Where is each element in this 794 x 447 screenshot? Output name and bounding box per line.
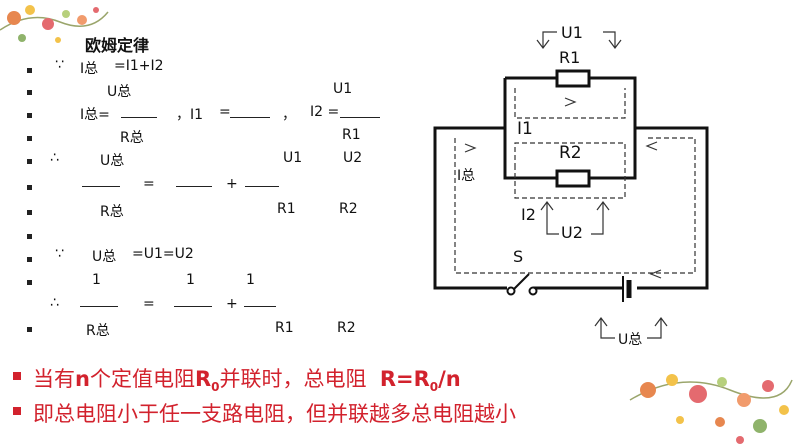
fraction-denominator: R2 bbox=[339, 201, 358, 217]
conclusion-text: 并联时，总电阻 bbox=[219, 367, 367, 391]
circuit-label-r1: R1 bbox=[559, 48, 580, 67]
conclusion-n: n bbox=[75, 367, 90, 391]
bullet bbox=[27, 234, 32, 239]
fraction-denominator: R总 bbox=[86, 323, 110, 339]
circuit-label-u2: U2 bbox=[561, 223, 583, 242]
fraction-denominator: R总 bbox=[100, 204, 124, 220]
circuit-label-i2: I2 bbox=[521, 205, 536, 224]
fraction-bar bbox=[230, 117, 270, 118]
red-bullet bbox=[13, 372, 21, 380]
i-total-eq-label: I总= bbox=[80, 107, 110, 123]
switch-contact bbox=[506, 286, 516, 296]
conclusion-text: 个定值电阻 bbox=[89, 367, 195, 391]
conclusion-line-2: 即总电阻小于任一支路电阻，但并联越多总电阻越小 bbox=[33, 402, 516, 426]
circuit-label-u-total: U总 bbox=[618, 332, 642, 348]
u-equality: =U1=U2 bbox=[132, 246, 194, 262]
equals-sign: = bbox=[219, 104, 231, 120]
fraction-bar bbox=[82, 186, 120, 187]
fraction-numerator: 1 bbox=[92, 272, 101, 288]
u-total-label: U总 bbox=[92, 249, 117, 265]
fraction-numerator: U1 bbox=[283, 150, 303, 166]
because-symbol: ∵ bbox=[55, 246, 64, 262]
equals-sign: = bbox=[143, 296, 155, 312]
because-symbol: ∵ bbox=[55, 57, 64, 73]
fraction-numerator: U2 bbox=[343, 150, 363, 166]
equals-sign: = bbox=[143, 176, 155, 192]
parallel-circuit-diagram: U1 R1 I1 R2 I总 I2 U2 S U总 bbox=[433, 23, 709, 348]
conclusion-formula: /n bbox=[438, 367, 461, 391]
fraction-bar bbox=[245, 186, 279, 187]
circuit-label-u1: U1 bbox=[561, 23, 583, 42]
fraction-bar bbox=[340, 117, 380, 118]
comma: ， bbox=[282, 107, 296, 123]
circuit-label-i1: I1 bbox=[517, 119, 533, 139]
resistor-r1 bbox=[555, 69, 591, 88]
fraction-bar bbox=[176, 186, 212, 187]
fraction-bar bbox=[174, 306, 212, 307]
bullet bbox=[27, 113, 32, 118]
bullet bbox=[27, 210, 32, 215]
fraction-denominator: R2 bbox=[337, 320, 356, 336]
i1-label: ，I1 bbox=[176, 107, 204, 123]
conclusion-line-1: 当有n个定值电阻R0并联时，总电阻 R=R0/n bbox=[33, 363, 461, 394]
fraction-numerator: 1 bbox=[246, 272, 255, 288]
fraction-denominator: R1 bbox=[342, 127, 361, 143]
circuit-label-i-total: I总 bbox=[457, 168, 475, 184]
bullet bbox=[27, 68, 32, 73]
fraction-numerator: U总 bbox=[107, 84, 132, 100]
conclusion-subscript: 0 bbox=[211, 380, 220, 395]
i-total-sum: =I1+I2 bbox=[114, 58, 164, 74]
therefore-symbol: ∴ bbox=[50, 150, 59, 166]
fraction-bar bbox=[244, 306, 276, 307]
switch-lever bbox=[513, 273, 530, 290]
floral-decoration-top-left bbox=[0, 5, 109, 43]
bullet bbox=[27, 159, 32, 164]
bullet bbox=[27, 185, 32, 190]
bullet bbox=[27, 257, 32, 262]
page-title: 欧姆定律 bbox=[85, 36, 150, 55]
therefore-symbol: ∴ bbox=[50, 295, 59, 311]
switch-contact bbox=[528, 286, 538, 296]
i-total-label: I总 bbox=[80, 61, 99, 77]
fraction-denominator: R总 bbox=[120, 130, 144, 146]
bullet bbox=[27, 90, 32, 95]
bullet bbox=[27, 327, 32, 332]
circuit-label-s: S bbox=[513, 247, 523, 266]
plus-sign: + bbox=[226, 296, 238, 312]
fraction-bar bbox=[80, 306, 118, 307]
fraction-numerator: U1 bbox=[333, 81, 353, 97]
floral-decoration-bottom-right bbox=[629, 374, 793, 444]
fraction-numerator: 1 bbox=[186, 272, 195, 288]
fraction-bar bbox=[121, 117, 157, 118]
fraction-denominator: R1 bbox=[277, 201, 296, 217]
fraction-denominator: R1 bbox=[275, 320, 294, 336]
plus-sign: + bbox=[226, 176, 238, 192]
conclusion-r0: R bbox=[194, 367, 212, 391]
fraction-numerator: U总 bbox=[100, 153, 125, 169]
conclusion-text: 当有 bbox=[33, 367, 75, 391]
bullet bbox=[27, 136, 32, 141]
conclusion-formula: R=R bbox=[379, 367, 430, 391]
i2-label: I2 = bbox=[310, 104, 340, 120]
resistor-r2 bbox=[555, 169, 591, 188]
red-bullet bbox=[13, 407, 21, 415]
circuit-label-r2: R2 bbox=[559, 143, 582, 163]
conclusion-subscript: 0 bbox=[429, 380, 439, 395]
bullet bbox=[27, 280, 32, 285]
